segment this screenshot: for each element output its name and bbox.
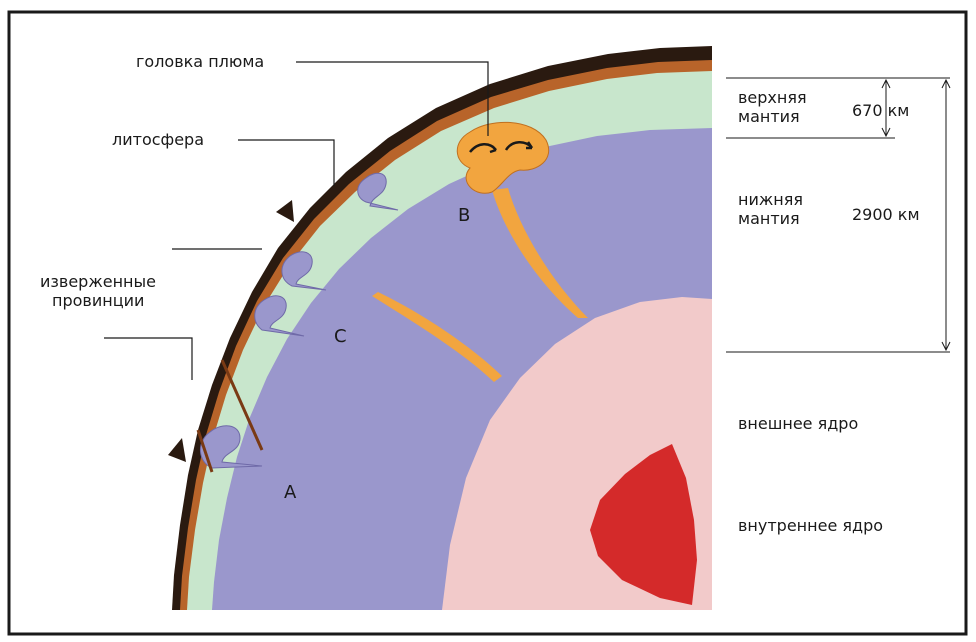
marker-a: A (284, 482, 297, 503)
label-lower-mantle-2: мантия (738, 209, 800, 228)
marker-c: C (334, 326, 347, 347)
label-lower-mantle-1: нижняя (738, 190, 803, 209)
label-plume-head: головка плюма (136, 52, 264, 71)
label-lithosphere: литосфера (112, 130, 204, 149)
label-outer-core: внешнее ядро (738, 414, 858, 433)
label-upper-mantle-2: мантия (738, 107, 800, 126)
label-inner-core: внутреннее ядро (738, 516, 883, 535)
label-igneous-1: изверженные (40, 272, 156, 291)
label-igneous-2: провинции (52, 291, 144, 310)
label-upper-mantle-1: верхняя (738, 88, 807, 107)
marker-b: B (458, 205, 470, 226)
label-depth-670: 670 км (852, 101, 909, 120)
label-depth-2900: 2900 км (852, 205, 920, 224)
